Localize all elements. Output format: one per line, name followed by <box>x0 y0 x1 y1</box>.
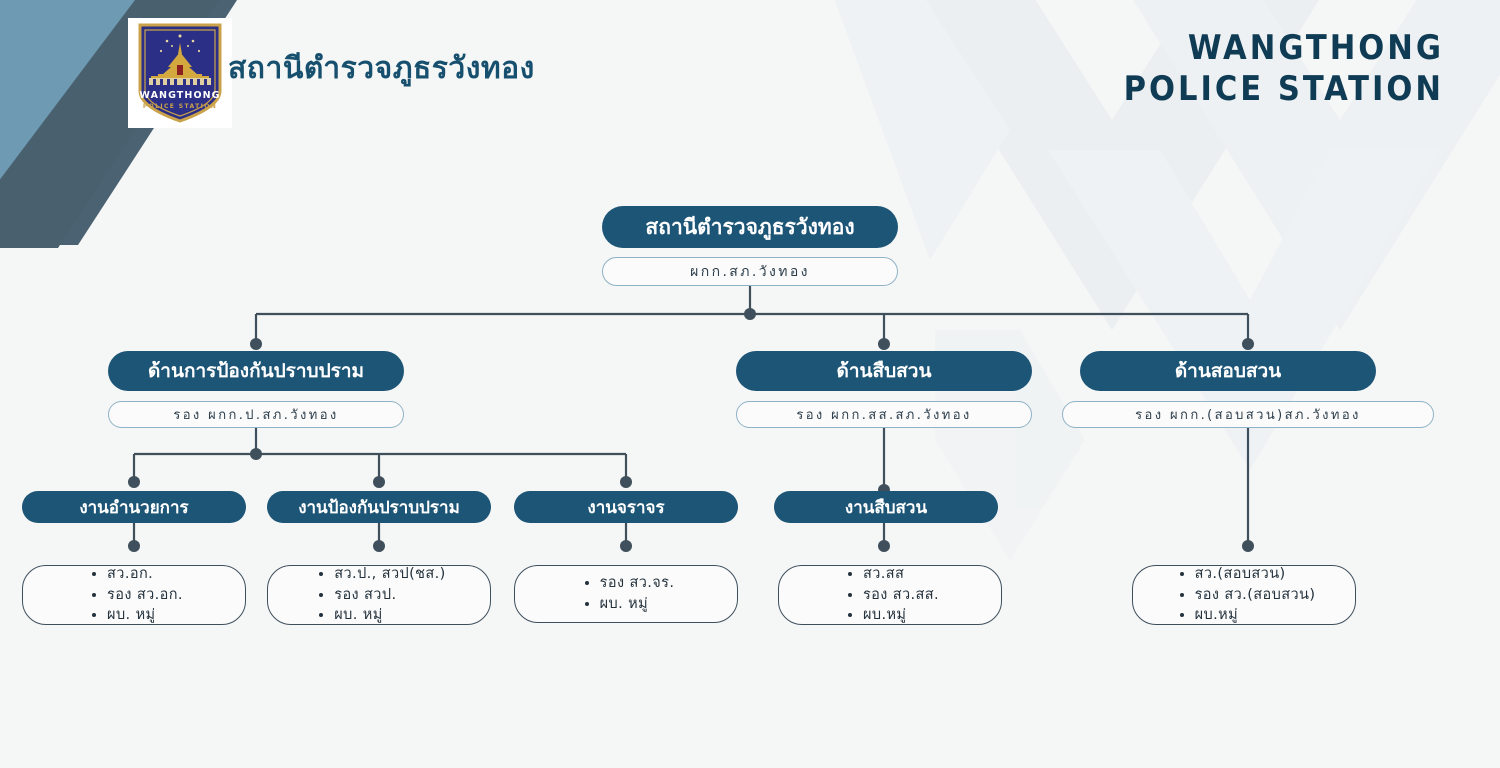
list-item: ผบ. หมู่ <box>600 594 675 615</box>
org-node-root-title[interactable]: สถานีตำรวจภูธรวังทอง <box>602 206 898 248</box>
header-english-title: WANGTHONG POLICE STATION <box>1124 28 1444 111</box>
header-thai-title: สถานีตำรวจภูธรวังทอง <box>228 51 535 86</box>
org-node-child-inquiry-roles[interactable]: สว.(สอบสวน) รอง สว.(สอบสวน) ผบ.หมู่ <box>1132 565 1356 625</box>
org-node-child-admin-roles[interactable]: สว.อก. รอง สว.อก. ผบ. หมู่ <box>22 565 246 625</box>
header-english-line2: POLICE STATION <box>1123 69 1444 110</box>
list-item: รอง สว.จร. <box>600 573 675 594</box>
org-node-branch-inquiry-title[interactable]: ด้านสอบสวน <box>1080 351 1376 391</box>
list-item: ผบ. หมู่ <box>334 605 445 626</box>
list-item: รอง สว.(สอบสวน) <box>1195 585 1316 606</box>
header: WANGTHONG POLICE STATION สถานีตำรวจภูธรว… <box>0 0 1500 150</box>
logo-line1: WANGTHONG <box>139 90 220 101</box>
org-node-child-admin-title[interactable]: งานอำนวยการ <box>22 491 246 523</box>
org-node-branch-prevention-subtitle[interactable]: รอง ผกก.ป.สภ.วังทอง <box>108 401 404 428</box>
logo-line2: POLICE STATION <box>143 103 217 110</box>
org-node-child-prevention-roles[interactable]: สว.ป., สวป(ชส.) รอง สวป. ผบ. หมู่ <box>267 565 491 625</box>
org-node-root-subtitle[interactable]: ผกก.สภ.วังทอง <box>602 257 898 286</box>
org-node-child-investigation-title[interactable]: งานสืบสวน <box>774 491 998 523</box>
role-list: สว.สส รอง สว.สส. ผบ.หมู่ <box>841 564 939 626</box>
org-node-child-investigation-roles[interactable]: สว.สส รอง สว.สส. ผบ.หมู่ <box>778 565 1002 625</box>
list-item: สว.สส <box>863 564 939 585</box>
list-item: สว.ป., สวป(ชส.) <box>334 564 445 585</box>
list-item: รอง สว.อก. <box>107 585 183 606</box>
org-node-branch-investigation-title[interactable]: ด้านสืบสวน <box>736 351 1032 391</box>
org-node-branch-investigation-subtitle[interactable]: รอง ผกก.สส.สภ.วังทอง <box>736 401 1032 428</box>
org-node-child-traffic-roles[interactable]: รอง สว.จร. ผบ. หมู่ <box>514 565 738 623</box>
list-item: ผบ. หมู่ <box>107 605 183 626</box>
org-node-branch-inquiry-subtitle[interactable]: รอง ผกก.(สอบสวน)สภ.วังทอง <box>1062 401 1434 428</box>
station-logo: WANGTHONG POLICE STATION <box>128 18 232 128</box>
list-item: สว.(สอบสวน) <box>1195 564 1316 585</box>
list-item: ผบ.หมู่ <box>1195 605 1316 626</box>
role-list: สว.ป., สวป(ชส.) รอง สวป. ผบ. หมู่ <box>312 564 445 626</box>
police-badge-shield-icon: WANGTHONG POLICE STATION <box>138 23 222 123</box>
list-item: ผบ.หมู่ <box>863 605 939 626</box>
role-list: สว.(สอบสวน) รอง สว.(สอบสวน) ผบ.หมู่ <box>1173 564 1316 626</box>
role-list: สว.อก. รอง สว.อก. ผบ. หมู่ <box>85 564 183 626</box>
org-node-branch-prevention-title[interactable]: ด้านการป้องกันปราบปราม <box>108 351 404 391</box>
list-item: รอง สว.สส. <box>863 585 939 606</box>
org-node-child-traffic-title[interactable]: งานจราจร <box>514 491 738 523</box>
org-node-child-prevention-title[interactable]: งานป้องกันปราบปราม <box>267 491 491 523</box>
header-english-line1: WANGTHONG <box>1187 28 1444 68</box>
role-list: รอง สว.จร. ผบ. หมู่ <box>578 573 675 614</box>
list-item: สว.อก. <box>107 564 183 585</box>
list-item: รอง สวป. <box>334 585 445 606</box>
